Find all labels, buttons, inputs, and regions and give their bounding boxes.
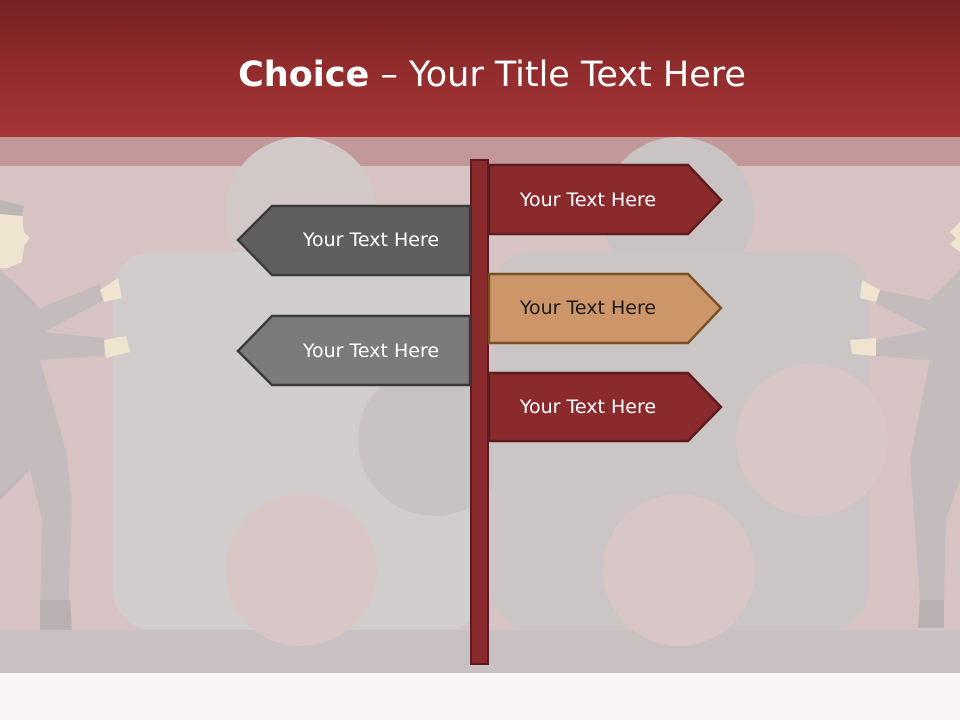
right-person-figure	[850, 222, 960, 628]
sign-label-4: Your Text Here	[302, 340, 440, 362]
title-rest: – Your Title Text Here	[369, 55, 746, 95]
slide-footer-strip	[0, 673, 960, 720]
title-bold: Choice	[238, 55, 370, 95]
arrow-sign-left-1[interactable]	[236, 204, 472, 277]
sign-label-1: Your Text Here	[519, 189, 657, 211]
title-bar	[0, 0, 960, 137]
left-person-figure	[0, 200, 130, 630]
arrow-sign-right-2[interactable]	[487, 272, 723, 345]
arrow-sign-left-2[interactable]	[236, 314, 472, 387]
sign-label-3: Your Text Here	[519, 297, 657, 319]
slide-title: Choice – Your Title Text Here	[0, 50, 960, 100]
arrow-sign-right-1[interactable]	[487, 163, 723, 236]
arrow-sign-right-3[interactable]	[487, 371, 723, 443]
sign-label-5: Your Text Here	[519, 396, 657, 418]
sign-label-2: Your Text Here	[302, 229, 440, 251]
signpost-pole	[470, 159, 489, 665]
